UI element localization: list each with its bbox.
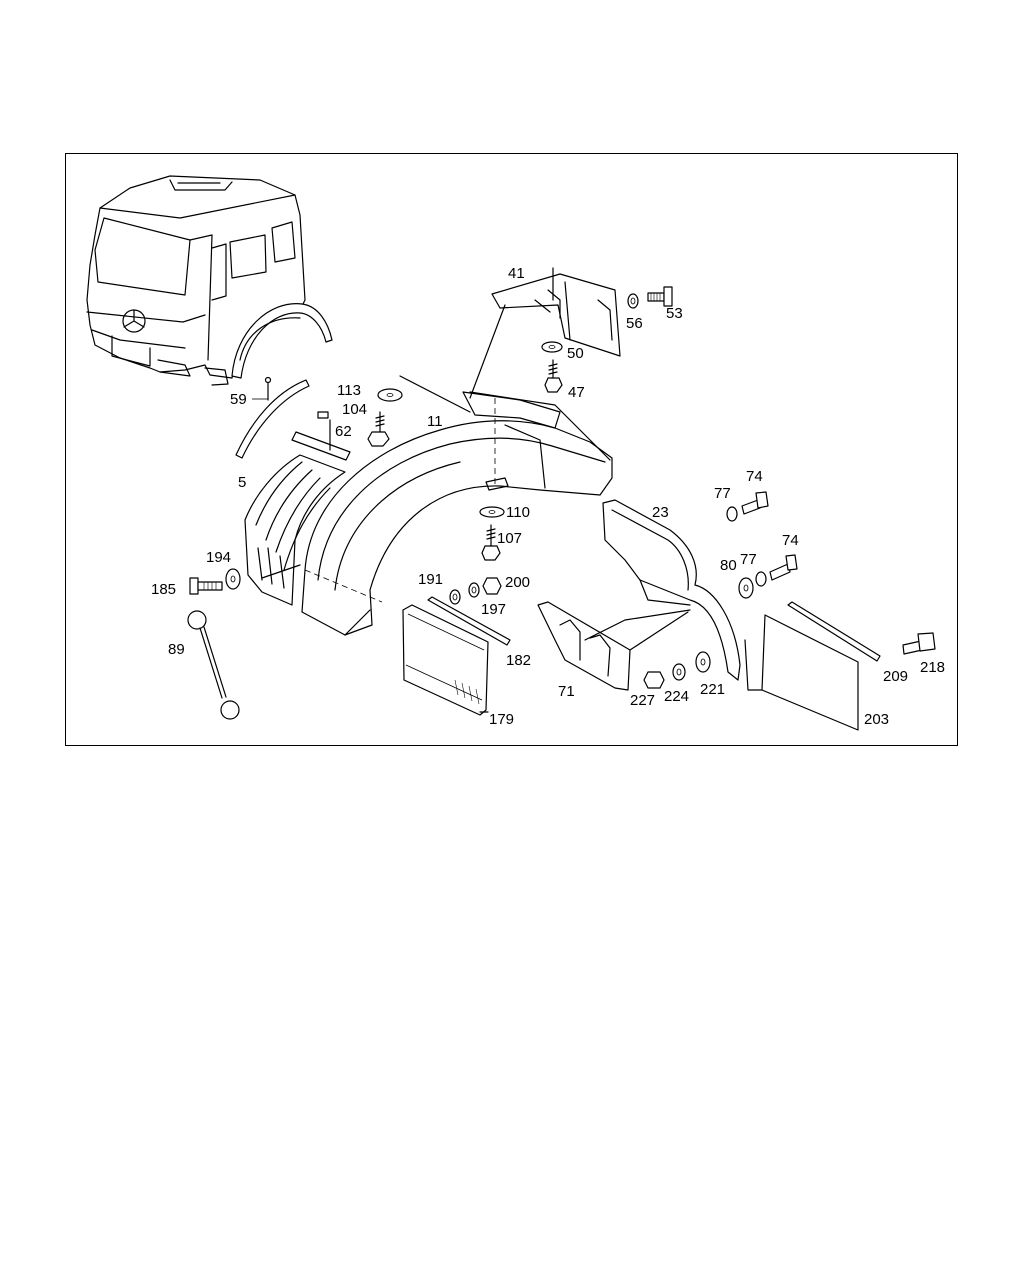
- label-104: 104: [342, 401, 367, 418]
- label-77-lower: 77: [740, 551, 757, 568]
- label-182: 182: [506, 652, 531, 669]
- hardware-parts: [187, 286, 936, 720]
- label-74-upper: 74: [746, 468, 763, 485]
- clamp-strip-182: [427, 596, 511, 646]
- label-74-lower: 74: [782, 532, 799, 549]
- edge-trim-strip-59: [235, 376, 310, 459]
- label-179: 179: [489, 711, 514, 728]
- label-113: 113: [337, 382, 361, 399]
- label-50: 50: [567, 345, 584, 362]
- mud-flap-179: [402, 604, 489, 716]
- label-11: 11: [427, 413, 443, 430]
- label-41: 41: [508, 265, 525, 282]
- front-fender-liner-5: [244, 411, 351, 606]
- label-71: 71: [558, 683, 575, 700]
- label-194: 194: [206, 549, 231, 566]
- label-23: 23: [652, 504, 669, 521]
- label-56: 56: [626, 315, 643, 332]
- label-47: 47: [568, 384, 585, 401]
- label-209: 209: [883, 668, 908, 685]
- label-185: 185: [151, 581, 176, 598]
- label-218: 218: [920, 659, 945, 676]
- label-77-upper: 77: [714, 485, 731, 502]
- label-191: 191: [418, 571, 443, 588]
- mud-flap-203: [744, 614, 859, 731]
- label-80: 80: [720, 557, 737, 574]
- label-5: 5: [238, 474, 246, 491]
- label-62: 62: [335, 423, 352, 440]
- label-107: 107: [497, 530, 522, 547]
- mounting-bracket-41: [469, 267, 621, 399]
- label-110: 110: [506, 504, 530, 521]
- part-number-labels: 5 11 23 41 47 50 53 56 59 62 71 74 74 77…: [151, 265, 945, 728]
- truck-cab-illustration: [86, 175, 333, 386]
- label-227: 227: [630, 692, 655, 709]
- main-rear-fender-11: [261, 375, 613, 636]
- label-59: 59: [230, 391, 247, 408]
- label-203: 203: [864, 711, 889, 728]
- label-53: 53: [666, 305, 683, 322]
- label-200: 200: [505, 574, 530, 591]
- support-bracket-71: [537, 601, 691, 691]
- label-221: 221: [700, 681, 725, 698]
- clamp-strip-209: [787, 601, 881, 662]
- label-197: 197: [481, 601, 506, 618]
- label-224: 224: [664, 688, 689, 705]
- rear-mudguard-23: [602, 499, 741, 681]
- label-89: 89: [168, 641, 185, 658]
